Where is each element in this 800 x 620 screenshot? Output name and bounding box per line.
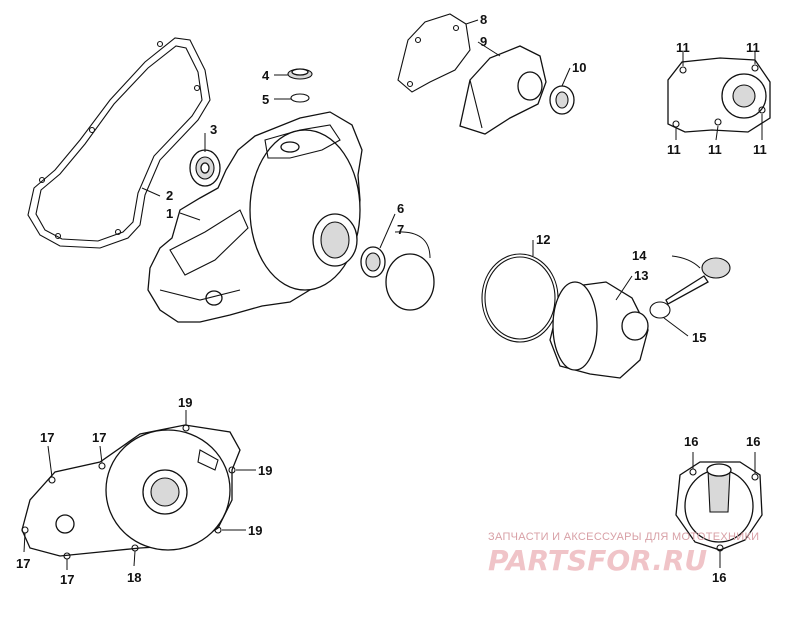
housing-part-13	[549, 281, 649, 379]
callout-19-c: 19	[248, 523, 262, 538]
callout-5: 5	[262, 92, 269, 107]
cap-part-16	[675, 461, 763, 552]
callout-17-d: 17	[60, 572, 74, 587]
callout-9: 9	[480, 34, 487, 49]
callout-11-a: 11	[676, 40, 690, 55]
callout-16-a: 16	[684, 434, 698, 449]
bearing-part-3	[189, 149, 221, 187]
callout-labels: 1 2 3 4 5 6 7 8 9 10 11 11 11 11 11 12 1…	[16, 12, 767, 587]
callout-18: 18	[127, 570, 141, 585]
callout-4: 4	[262, 68, 270, 83]
callout-8: 8	[480, 12, 487, 27]
callout-11-b: 11	[746, 40, 760, 55]
callout-19-a: 19	[178, 395, 192, 410]
oring-part-5	[290, 93, 310, 103]
oring-part-15	[649, 301, 671, 319]
callout-17-b: 17	[92, 430, 106, 445]
callout-11-c: 11	[667, 142, 681, 157]
callout-14: 14	[632, 248, 647, 263]
callout-13: 13	[634, 268, 648, 283]
callout-2: 2	[166, 188, 173, 203]
callout-1: 1	[166, 206, 173, 221]
plug-part-4	[287, 68, 313, 80]
callout-3: 3	[210, 122, 217, 137]
callout-7: 7	[397, 222, 404, 237]
cover-part-11	[667, 57, 771, 133]
seal-part-6	[360, 246, 386, 278]
callout-10: 10	[572, 60, 586, 75]
oring-part-12	[481, 253, 559, 343]
watermark: ЗАПЧАСТИ И АКСЕССУАРЫ ДЛЯ МОТОТЕХНИКИ PA…	[488, 531, 759, 577]
leader-lines	[23, 19, 763, 570]
gasket-part-8	[397, 13, 471, 93]
callout-17-a: 17	[40, 430, 54, 445]
callout-16-b: 16	[746, 434, 760, 449]
watermark-brand: PARTSFOR.RU	[488, 544, 707, 577]
dipstick-part-14	[665, 257, 731, 305]
callout-12: 12	[536, 232, 550, 247]
callout-16-c: 16	[712, 570, 726, 585]
callout-15: 15	[692, 330, 706, 345]
gasket-part-2	[27, 37, 211, 249]
callout-19-b: 19	[258, 463, 272, 478]
side-cover-part-1	[147, 111, 363, 323]
watermark-subtitle: ЗАПЧАСТИ И АКСЕССУАРЫ ДЛЯ МОТОТЕХНИКИ	[488, 531, 759, 543]
callout-11-e: 11	[753, 142, 767, 157]
plate-part-7	[385, 253, 435, 311]
seal-part-10	[549, 85, 575, 115]
callout-6: 6	[397, 201, 404, 216]
cover-part-9	[459, 45, 547, 135]
lower-cover-assembly	[21, 424, 241, 560]
callout-17-c: 17	[16, 556, 30, 571]
callout-11-d: 11	[708, 142, 722, 157]
